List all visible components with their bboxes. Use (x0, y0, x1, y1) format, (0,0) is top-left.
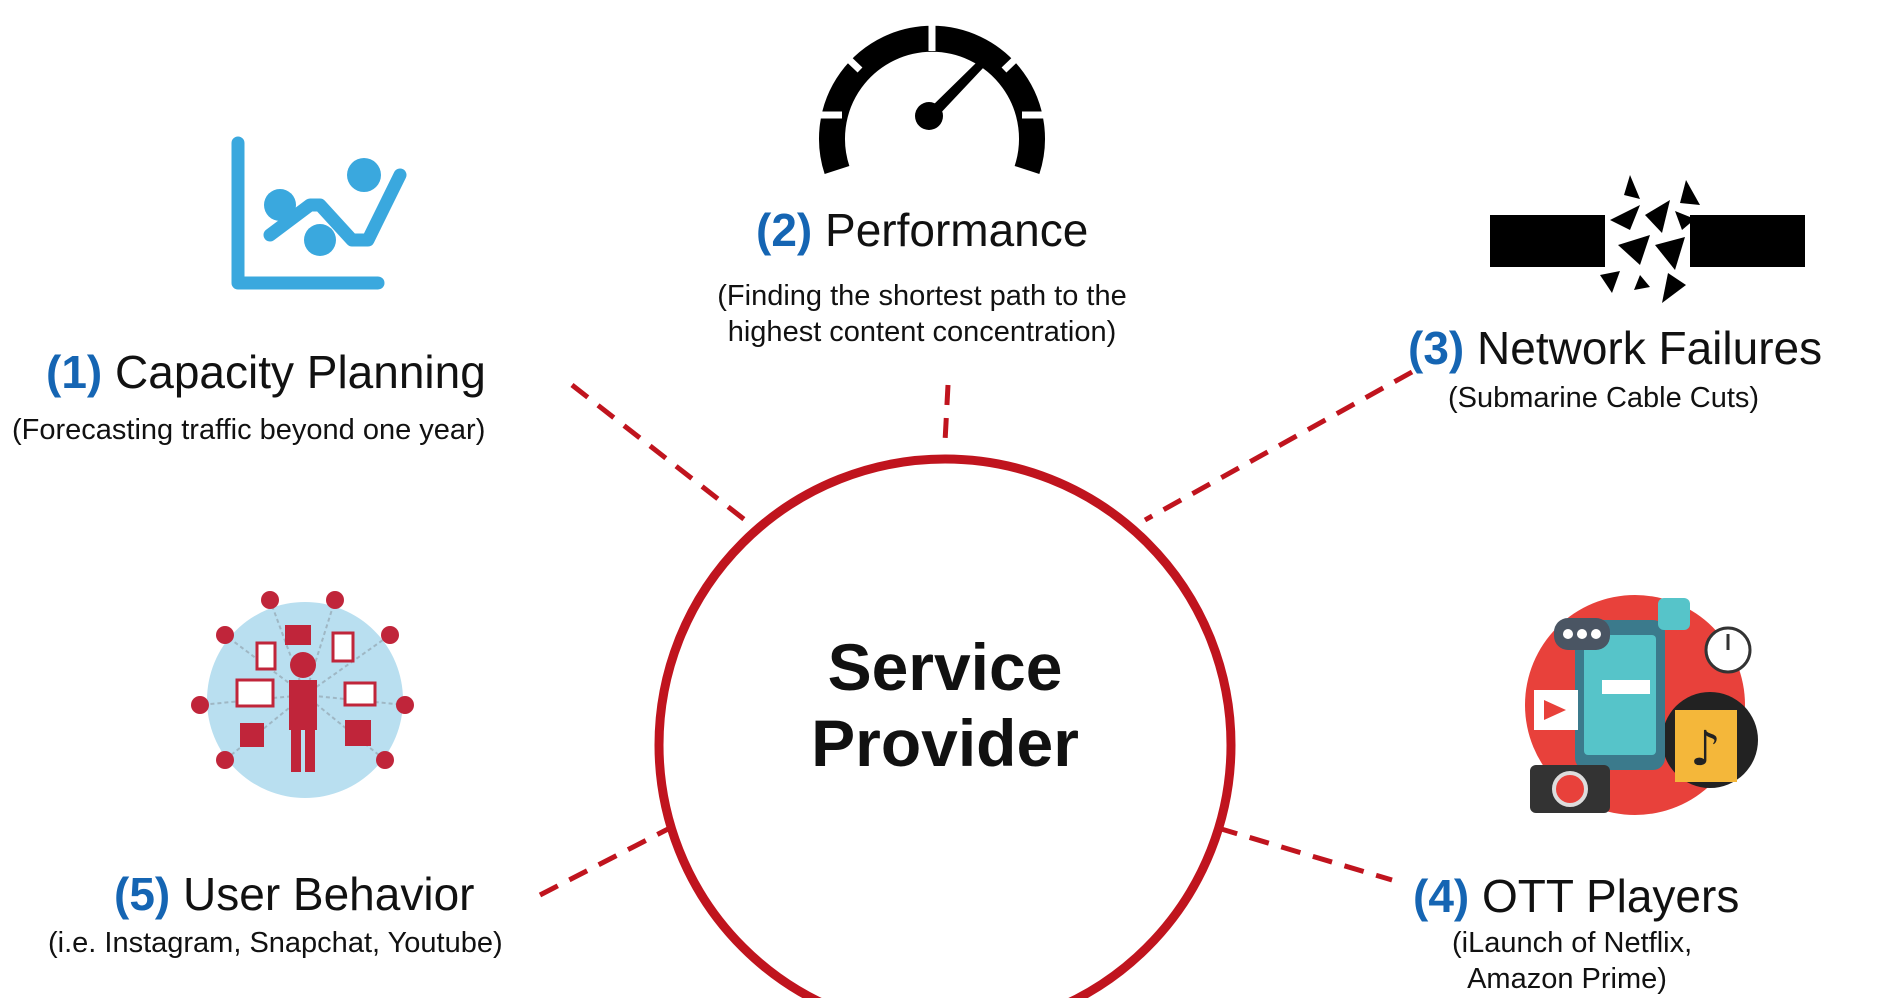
item-2-title-text: Performance (825, 204, 1089, 256)
connector-network (1143, 369, 1414, 523)
item-5-title-text: User Behavior (183, 868, 475, 920)
item-4-number: (4) (1413, 870, 1470, 922)
item-4-subtitle: (iLaunch of Netflix, Amazon Prime) (1452, 925, 1693, 998)
center-line1: Service (827, 630, 1063, 704)
item-5-subtitle: (i.e. Instagram, Snapchat, Youtube) (48, 927, 503, 959)
speedometer-icon (814, 17, 1050, 175)
item-3-subtitle: (Submarine Cable Cuts) (1448, 382, 1760, 414)
item-3-title: (3) Network Failures (1408, 325, 1822, 371)
item-2-number: (2) (756, 204, 813, 256)
item-2-subtitle: (Finding the shortest path to the highes… (662, 278, 1182, 351)
item-4-title-text: OTT Players (1482, 870, 1740, 922)
connector-ott (1217, 825, 1393, 883)
connector-performance (942, 384, 951, 443)
broken-cable-icon (1490, 175, 1805, 303)
item-5-number: (5) (114, 868, 171, 920)
item-2-subtitle-line2: highest content concentration) (727, 316, 1117, 349)
svg-text:♪: ♪ (1690, 721, 1721, 777)
item-1-number: (1) (46, 346, 103, 398)
item-2-subtitle-line1: (Finding the shortest path to the (717, 280, 1127, 312)
item-2-title: (2) Performance (756, 207, 1088, 253)
connector-capacity (570, 383, 747, 522)
item-4-title: (4) OTT Players (1413, 873, 1739, 919)
item-3-number: (3) (1408, 322, 1465, 374)
item-1-title: (1) Capacity Planning (46, 349, 486, 395)
item-1-subtitle: (Forecasting traffic beyond one year) (12, 414, 486, 446)
item-3-title-text: Network Failures (1477, 322, 1823, 374)
center-line2: Provider (811, 705, 1079, 780)
item-4-subtitle-line1: (iLaunch of Netflix, (1452, 927, 1693, 959)
social-network-user-icon (191, 591, 414, 798)
item-4-subtitle-line2: Amazon Prime) (1467, 963, 1667, 996)
item-1-title-text: Capacity Planning (115, 346, 486, 398)
item-5-title: (5) User Behavior (114, 871, 474, 917)
line-chart-icon (231, 136, 407, 290)
service-provider-label: Service Provider (745, 630, 1145, 782)
connector-user (538, 825, 672, 898)
media-apps-icon: ♪ (1525, 595, 1758, 815)
